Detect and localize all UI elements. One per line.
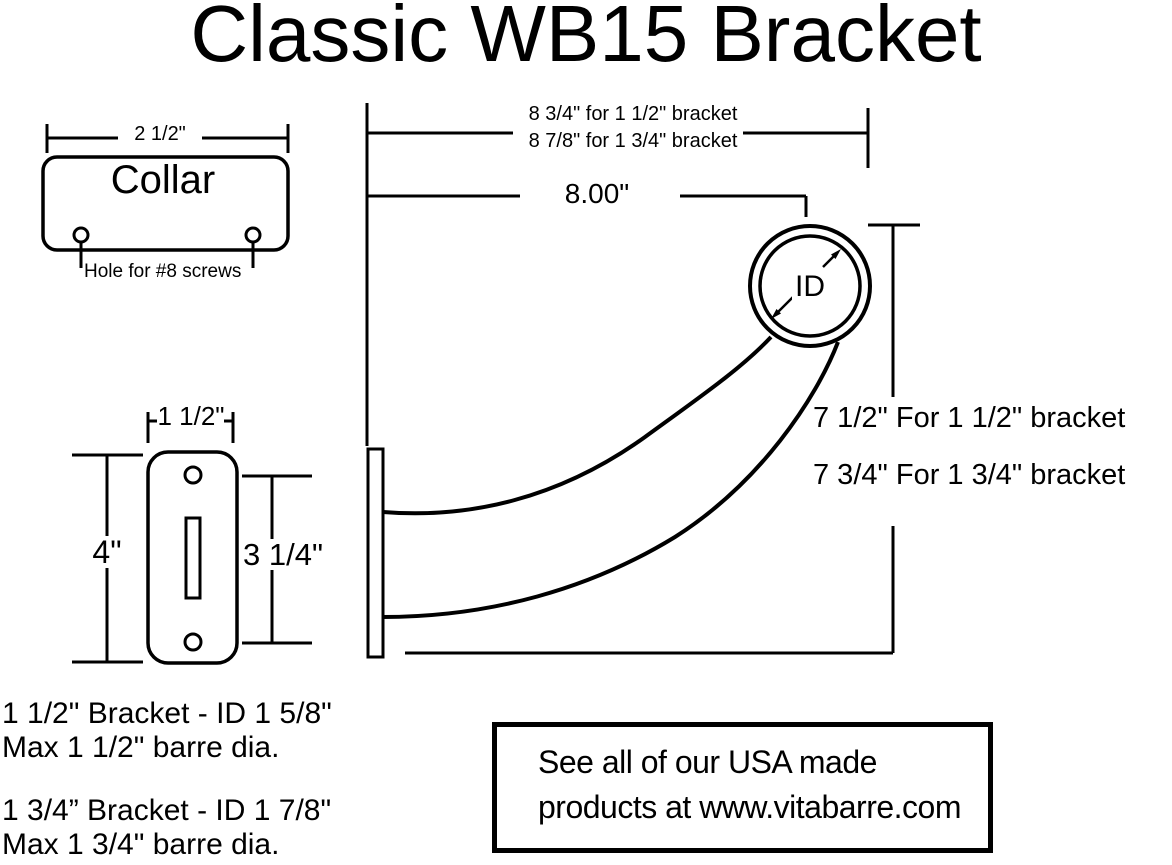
length-dimension-2: 8 7/8" for 1 3/4" bracket <box>528 130 738 152</box>
id-arrowhead-upper <box>831 249 841 259</box>
collar-outline <box>41 155 290 252</box>
arm-upper-edge <box>382 335 773 516</box>
plate-side-profile <box>366 447 385 659</box>
collar-hole-note: Hole for #8 screws <box>84 261 242 282</box>
id-arrow-line-upper <box>822 254 836 268</box>
note-1-5-inch-bracket: 1 1/2" Bracket - ID 1 5/8" Max 1 1/2" ba… <box>2 697 332 765</box>
inner-diameter-label: ID <box>792 272 828 302</box>
height-dimension-1: 7 1/2" For 1 1/2" bracket <box>813 402 1126 434</box>
plate-outline <box>146 450 239 665</box>
ring-inner-circle <box>758 234 862 338</box>
note-1-75-inch-bracket: 1 3/4” Bracket - ID 1 7/8" Max 1 3/4" ba… <box>2 794 331 862</box>
ring-outer-circle <box>748 224 872 348</box>
collar-detail <box>41 124 290 268</box>
note-line: 1 1/2" Bracket - ID 1 5/8" <box>2 697 332 730</box>
footer-text-line2: products at www.vitabarre.com <box>538 789 962 825</box>
plate-hole-spacing-dimension: 3 1/4" <box>240 539 326 570</box>
bracket-side-view <box>365 103 920 659</box>
collar-label: Collar <box>110 158 216 202</box>
collar-hole-right <box>244 226 262 244</box>
plate-slot <box>184 516 202 600</box>
id-arrowhead-lower <box>771 309 781 319</box>
projection-dimension: 8.00" <box>564 178 630 209</box>
plate-height-dimension: 4" <box>89 536 125 568</box>
collar-width-dimension: 2 1/2" <box>134 123 186 145</box>
note-line: 1 3/4” Bracket - ID 1 7/8" <box>2 794 332 827</box>
arm-lower-edge <box>382 341 840 619</box>
plate-hole-bottom <box>183 632 203 652</box>
length-dimension-1: 8 3/4" for 1 1/2" bracket <box>528 103 738 125</box>
note-line: Max 1 3/4" barre dia. <box>2 828 280 861</box>
height-dimension-2: 7 3/4" For 1 3/4" bracket <box>813 459 1126 491</box>
plate-hole-top <box>183 465 203 485</box>
footer-promo-box: See all of our USA made products at www.… <box>492 722 993 853</box>
footer-text-line1: See all of our USA made <box>538 744 877 780</box>
plate-width-dimension: 1 1/2" <box>157 401 225 431</box>
note-line: Max 1 1/2" barre dia. <box>2 731 280 764</box>
page-title: Classic WB15 Bracket <box>190 0 982 78</box>
collar-hole-left <box>72 226 90 244</box>
